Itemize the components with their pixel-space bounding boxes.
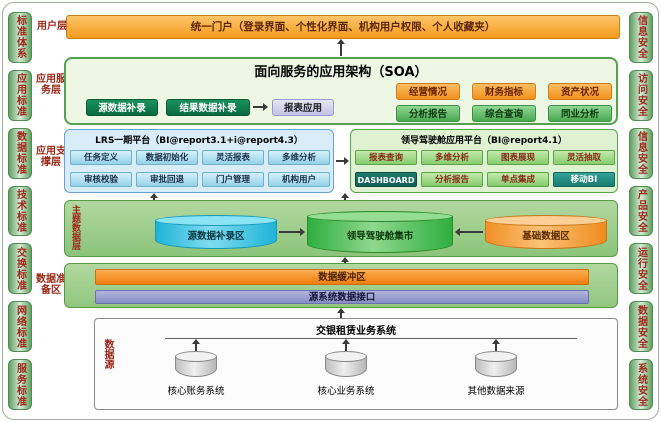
lrs-chip-portal-mgmt: 门户管理 [202,172,264,187]
cockpit-chip-report-query: 报表查询 [355,150,417,165]
cockpit-chip-mobile-bi: 移动BI [553,172,615,187]
business-system-title: 交银租赁业务系统 [316,326,396,337]
data-prep-layer-label: 数据准备区 [36,274,66,296]
soa-title: 面向服务的应用架构（SOA） [254,65,428,80]
arrow-up-icon [337,39,345,56]
arrow-right-icon [336,157,349,165]
lrs-chip-task-define: 任务定义 [70,150,132,165]
security-rail-item-product: 产品安全 [629,185,653,237]
data-source-box: 数据源 交银租赁业务系统 核心账务系统 核心业务系统 其他数据来源 [94,318,618,410]
source-entry-zone-cylinder: 源数据补录区 [155,215,277,249]
security-rail-item-system: 系统安全 [629,359,653,411]
arrow-up-icon [192,339,200,351]
cockpit-chip-analysis-report: 分析报告 [421,172,483,187]
other-data-cylinder [475,351,517,377]
cockpit-mart-label: 领导驾驶舱集市 [346,231,414,242]
system-bracket-line [165,338,577,339]
arrow-up-icon [337,308,345,318]
arrow-up-icon [150,193,158,200]
lrs-platform-box: LRS一期平台（BI@report3.1+i@report4.3） 任务定义 数… [64,129,334,193]
business-status-chip: 经营情况 [396,83,460,100]
arrow-right-icon [279,228,305,236]
standards-rail-item-exchange: 交换标准 [8,243,32,295]
core-business-label: 核心业务系统 [317,386,375,397]
lrs-chip-org-user: 机构用户 [268,172,330,187]
standards-rail: 标准体系 应用标准 数据标准 技术标准 交换标准 网络标准 服务标准 [8,12,32,411]
combined-query-chip: 综合查询 [472,105,536,122]
lrs-chip-data-init: 数据初始化 [136,150,198,165]
cockpit-chip-sso: 单点集成 [487,172,549,187]
finance-indicator-chip: 财务指标 [472,83,536,100]
analysis-report-chip: 分析报告 [396,105,460,122]
standards-rail-title: 标准体系 [8,12,32,63]
cockpit-chip-chart-view: 图表展现 [487,150,549,165]
data-source-label: 数据源 [102,339,113,369]
peer-analysis-chip: 同业分析 [548,105,612,122]
user-layer-label: 用户层 [37,21,67,32]
app-support-layer-label: 应用支撑层 [36,146,66,168]
cockpit-chip-flex-extract: 灵活抽取 [553,150,615,165]
base-data-zone-label: 基础数据区 [522,231,570,242]
security-rail-title: 信息安全 [629,12,653,63]
standards-rail-item-network: 网络标准 [8,301,32,353]
core-business-cylinder [325,351,367,377]
data-buffer-bar: 数据缓冲区 [95,269,589,285]
soa-box: 面向服务的应用架构（SOA） 源数据补录 结果数据补录 报表应用 经营情况 财务… [64,57,618,125]
lrs-platform-title: LRS一期平台（BI@report3.1+i@report4.3） [95,136,303,146]
cockpit-chip-olap: 多维分析 [421,150,483,165]
cockpit-chip-dashboard: DASHBOARD [355,172,417,187]
arrow-up-icon [342,339,350,351]
arrow-up-icon [341,257,349,264]
theme-data-layer-label: 主题数据层 [70,205,80,250]
standards-rail-item-service: 服务标准 [8,359,32,411]
app-service-layer-label: 应用服务层 [36,74,66,96]
security-rail-item-access: 访问安全 [629,69,653,121]
lrs-chip-audit-check: 审核校验 [70,172,132,187]
arrow-up-icon [341,193,349,200]
data-prep-box: 数据缓冲区 源系统数据接口 [64,263,618,308]
source-data-entry-button: 源数据补录 [86,99,158,116]
core-accounting-cylinder [175,351,217,377]
standards-rail-item-app: 应用标准 [8,69,32,121]
base-data-zone-cylinder: 基础数据区 [485,215,607,249]
source-entry-zone-label: 源数据补录区 [187,231,245,242]
security-rail: 信息安全 访问安全 信息安全 产品安全 运行安全 数据安全 系统安全 [629,12,653,411]
result-data-entry-button: 结果数据补录 [166,99,250,116]
security-rail-item-info: 信息安全 [629,127,653,179]
arrow-left-icon [455,228,483,236]
core-accounting-label: 核心账务系统 [167,386,225,397]
lrs-chip-olap: 多维分析 [268,150,330,165]
asset-status-chip: 资产状况 [548,83,612,100]
security-rail-item-data: 数据安全 [629,301,653,353]
source-interface-bar: 源系统数据接口 [95,290,589,304]
lrs-chip-approve-rollback: 审批回退 [136,172,198,187]
unified-portal-bar: 统一门户（登录界面、个性化界面、机构用户权限、个人收藏夹） [66,15,620,39]
lrs-chip-flex-report: 灵活报表 [202,150,264,165]
security-rail-item-operation: 运行安全 [629,243,653,295]
arrow-up-icon [492,339,500,351]
theme-data-layer-box: 主题数据层 源数据补录区 领导驾驶舱集市 基础数据区 [64,200,618,257]
other-data-label: 其他数据来源 [467,386,525,397]
cockpit-platform-title: 领导驾驶舱应用平台（BI@report4.1） [400,136,568,146]
cockpit-mart-cylinder: 领导驾驶舱集市 [307,211,453,253]
standards-rail-item-tech: 技术标准 [8,185,32,237]
cockpit-platform-box: 领导驾驶舱应用平台（BI@report4.1） 报表查询 多维分析 图表展现 灵… [350,129,618,193]
standards-rail-item-data: 数据标准 [8,127,32,179]
arrow-right-icon [253,103,268,111]
report-app-button: 报表应用 [272,99,334,116]
